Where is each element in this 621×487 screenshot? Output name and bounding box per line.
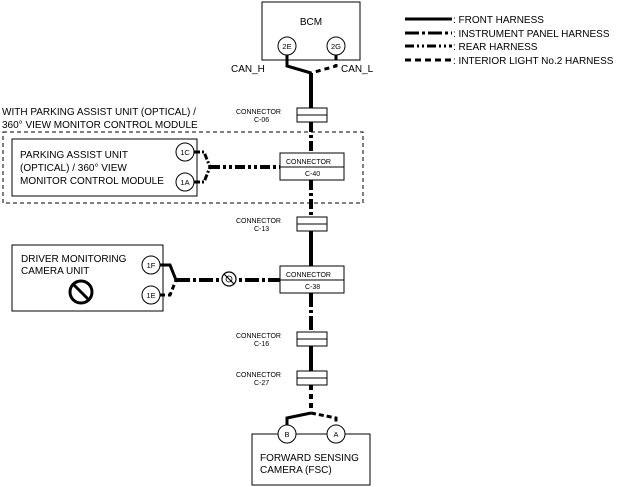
legend-interior-label: : INTERIOR LIGHT No.2 HARNESS (453, 56, 614, 67)
connector-c16-title: CONNECTOR (236, 333, 281, 340)
legend-instrument-label: : INSTRUMENT PANEL HARNESS (453, 29, 610, 40)
parking-unit-line2: (OPTICAL) / 360° VIEW (20, 163, 127, 174)
connector-c40-title: CONNECTOR (286, 159, 331, 166)
wire-1a (194, 166, 212, 184)
fsc-pin-a-label: A (333, 430, 338, 439)
wire-1e (160, 279, 178, 297)
option-group-line2: 360° VIEW MONITOR CONTROL MODULE (2, 120, 198, 131)
connector-c06: CONNECTOR C-06 (236, 107, 328, 124)
driver-camera-line2: CAMERA UNIT (21, 266, 89, 277)
driver-monitoring-camera-unit: DRIVER MONITORING CAMERA UNIT 1F 1E (11, 244, 164, 312)
can-l-label: CAN_L (341, 64, 374, 75)
legend-front-label: : FRONT HARNESS (453, 15, 544, 26)
driver-camera-line1: DRIVER MONITORING (21, 254, 127, 265)
wire-bcm-can-l (310, 55, 338, 75)
parking-assist-unit: PARKING ASSIST UNIT (OPTICAL) / 360° VIE… (11, 138, 198, 197)
wire-bcm-can-h (285, 55, 312, 75)
fsc-pin-b-label: B (284, 430, 289, 439)
connector-c38: CONNECTOR C-38 (279, 265, 345, 294)
connector-c16: CONNECTOR C-16 (236, 331, 328, 348)
connector-c27: CONNECTOR C-27 (236, 370, 328, 387)
wire-1c (194, 150, 212, 168)
wire-1f (160, 263, 178, 281)
connector-c40: CONNECTOR C-40 (279, 152, 345, 181)
connector-c27-code: C-27 (254, 380, 269, 387)
connector-c06-title: CONNECTOR (236, 109, 281, 116)
fsc-pin-b (277, 424, 297, 444)
fsc-line1: FORWARD SENSING (260, 453, 359, 464)
legend: : FRONT HARNESS : INSTRUMENT PANEL HARNE… (405, 15, 614, 67)
parking-unit-line3: MONITOR CONTROL MODULE (20, 176, 164, 187)
fsc-pin-a (326, 424, 346, 444)
connector-c38-title: CONNECTOR (286, 272, 331, 279)
parking-unit-line1: PARKING ASSIST UNIT (20, 150, 128, 161)
connector-c13-code: C-13 (254, 226, 269, 233)
connector-c06-code: C-06 (254, 117, 269, 124)
wire-prohibited-icon (221, 271, 237, 287)
driver-pin-1e-label: 1E (146, 291, 155, 300)
forward-sensing-camera: B A FORWARD SENSING CAMERA (FSC) (251, 424, 371, 486)
connector-c40-code: C-40 (305, 171, 320, 178)
wire-fsc-b (285, 411, 312, 426)
driver-pin-1f-label: 1F (147, 261, 156, 270)
connector-c13-title: CONNECTOR (236, 218, 281, 225)
connector-c38-code: C-38 (305, 284, 320, 291)
bcm-pin-2g-label: 2G (331, 42, 341, 51)
prohibited-icon (68, 279, 94, 305)
wire-fsc-a (310, 411, 338, 426)
bcm-label: BCM (300, 17, 322, 28)
parking-pin-1c-label: 1C (180, 148, 190, 157)
bcm-pin-2e-label: 2E (282, 42, 291, 51)
parking-pin-1a-label: 1A (180, 178, 189, 187)
legend-rear-label: : REAR HARNESS (453, 42, 538, 53)
connector-c16-code: C-16 (254, 341, 269, 348)
fsc-line2: CAMERA (FSC) (260, 465, 332, 476)
option-group-line1: WITH PARKING ASSIST UNIT (OPTICAL) / (2, 107, 196, 118)
connector-c27-title: CONNECTOR (236, 372, 281, 379)
connector-c13: CONNECTOR C-13 (236, 216, 328, 233)
option-group-frame (2, 131, 364, 204)
can-h-label: CAN_H (231, 64, 265, 75)
bcm-module: BCM 2E 2G (261, 1, 361, 61)
